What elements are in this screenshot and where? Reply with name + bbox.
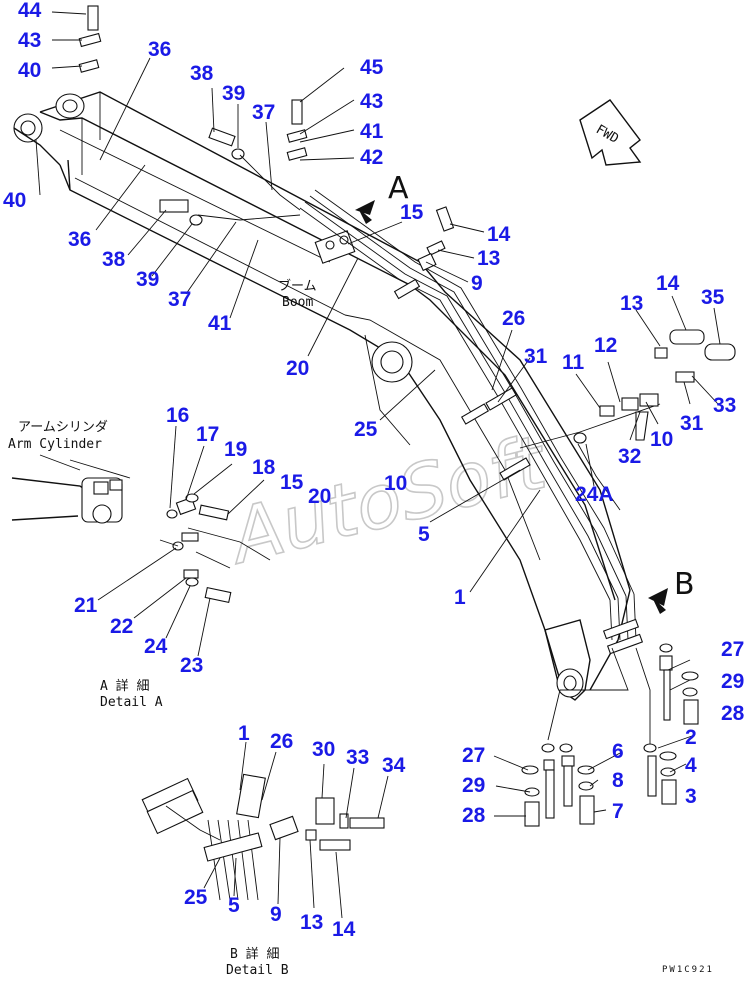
callout-36: 36 <box>148 38 171 61</box>
callout-23: 23 <box>180 654 203 677</box>
callout-14: 14 <box>656 272 680 295</box>
callout-10: 10 <box>650 428 673 451</box>
callouts: 44 43 40 36 40 38 39 37 45 43 41 42 36 3… <box>3 0 745 941</box>
callout-37: 37 <box>168 288 191 311</box>
callout-1: 1 <box>454 586 466 609</box>
callout-31: 31 <box>524 345 548 368</box>
callout-13: 13 <box>620 292 643 315</box>
callout-7: 7 <box>612 800 624 823</box>
callout-43: 43 <box>18 29 41 52</box>
callout-21: 21 <box>74 594 98 617</box>
callout-33: 33 <box>713 394 736 417</box>
callout-15: 15 <box>400 201 424 224</box>
callout-32: 32 <box>618 445 641 468</box>
detail-a-parts <box>159 493 271 604</box>
callout-36: 36 <box>68 228 91 251</box>
callout-17: 17 <box>196 423 219 446</box>
callout-27: 27 <box>462 744 485 767</box>
callout-4: 4 <box>685 754 697 777</box>
detail-a-en-label: Detail A <box>100 695 163 710</box>
callout-8: 8 <box>612 769 624 792</box>
callout-26: 26 <box>502 307 525 330</box>
arm-cylinder-jp-label: アームシリンダ <box>18 420 108 435</box>
detail-b-en-label: Detail B <box>226 963 289 977</box>
fwd-label: FWD <box>593 122 621 147</box>
callout-19: 19 <box>224 438 247 461</box>
callout-11: 11 <box>562 351 585 374</box>
callout-37: 37 <box>252 101 275 124</box>
callout-30: 30 <box>312 738 335 761</box>
callout-43: 43 <box>360 90 383 113</box>
top-parts <box>78 5 455 272</box>
callout-5: 5 <box>418 523 430 546</box>
callout-22: 22 <box>110 615 133 638</box>
callout-3: 3 <box>685 785 697 808</box>
view-label-a: A <box>388 171 409 206</box>
view-label-b: B <box>674 567 695 602</box>
detail-b-parts <box>141 773 385 901</box>
fwd-arrow: FWD <box>579 99 642 166</box>
view-arrow-b <box>648 588 668 614</box>
callout-9: 9 <box>471 272 483 295</box>
callout-41: 41 <box>208 312 232 335</box>
callout-41: 41 <box>360 120 384 143</box>
arm-cylinder-en-label: Arm Cylinder <box>8 437 102 452</box>
leader-lines <box>35 11 721 919</box>
callout-35: 35 <box>701 286 725 309</box>
callout-34: 34 <box>382 754 406 777</box>
callout-15: 15 <box>280 471 304 494</box>
callout-38: 38 <box>102 248 126 271</box>
callout-28: 28 <box>721 702 745 725</box>
drawing-code: PW1C921 <box>662 965 714 975</box>
callout-40: 40 <box>18 59 41 82</box>
callout-16: 16 <box>166 404 189 427</box>
callout-25: 25 <box>184 886 208 909</box>
callout-10: 10 <box>384 472 407 495</box>
view-arrow-a <box>355 200 375 224</box>
callout-14: 14 <box>332 918 356 941</box>
callout-42: 42 <box>360 146 383 169</box>
detail-a-jp-label: A 詳 細 <box>100 678 149 694</box>
callout-13: 13 <box>477 247 500 270</box>
callout-9: 9 <box>270 903 282 926</box>
boom-en-label: Boom <box>282 295 313 310</box>
callout-2: 2 <box>685 726 697 749</box>
arm-cylinder <box>11 454 131 524</box>
callout-29: 29 <box>721 670 744 693</box>
callout-33: 33 <box>346 746 369 769</box>
callout-14: 14 <box>487 223 511 246</box>
callout-31: 31 <box>680 412 704 435</box>
callout-5: 5 <box>228 894 240 917</box>
detail-b-jp-label: B 詳 細 <box>230 946 279 962</box>
callout-24: 24 <box>144 635 168 658</box>
callout-24A: 24A <box>575 483 614 506</box>
boom-jp-label: ブーム <box>278 278 317 294</box>
callout-20: 20 <box>308 485 331 508</box>
right-fittings <box>519 329 736 511</box>
callout-44: 44 <box>18 0 42 22</box>
boom <box>13 91 631 701</box>
callout-6: 6 <box>612 740 624 763</box>
callout-12: 12 <box>594 334 617 357</box>
callout-1: 1 <box>238 722 250 745</box>
callout-29: 29 <box>462 774 485 797</box>
callout-26: 26 <box>270 730 293 753</box>
callout-25: 25 <box>354 418 378 441</box>
callout-39: 39 <box>222 82 245 105</box>
callout-45: 45 <box>360 56 384 79</box>
watermark: AutoSoft <box>219 419 556 581</box>
callout-27: 27 <box>721 638 744 661</box>
callout-13: 13 <box>300 911 323 934</box>
callout-39: 39 <box>136 268 159 291</box>
callout-18: 18 <box>252 456 276 479</box>
callout-38: 38 <box>190 62 214 85</box>
callout-20: 20 <box>286 357 309 380</box>
detail-bottom-right <box>521 643 699 827</box>
callout-40: 40 <box>3 189 26 212</box>
callout-28: 28 <box>462 804 486 827</box>
